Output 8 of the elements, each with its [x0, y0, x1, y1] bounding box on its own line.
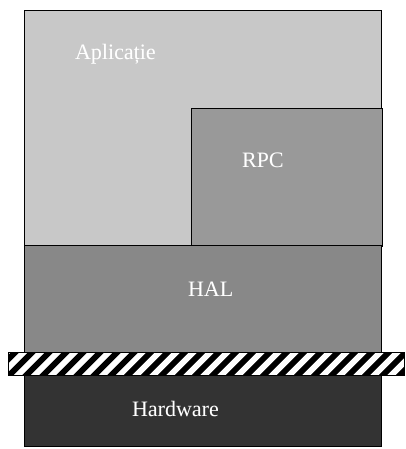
layer-label: HAL	[188, 276, 234, 302]
layer-box	[191, 108, 383, 247]
layer-box	[24, 375, 382, 447]
layer-box	[24, 245, 382, 353]
layer-label: Hardware	[132, 396, 219, 422]
hatched-bar	[8, 352, 405, 376]
layer-label: RPC	[242, 147, 284, 173]
layer-box	[24, 10, 382, 246]
